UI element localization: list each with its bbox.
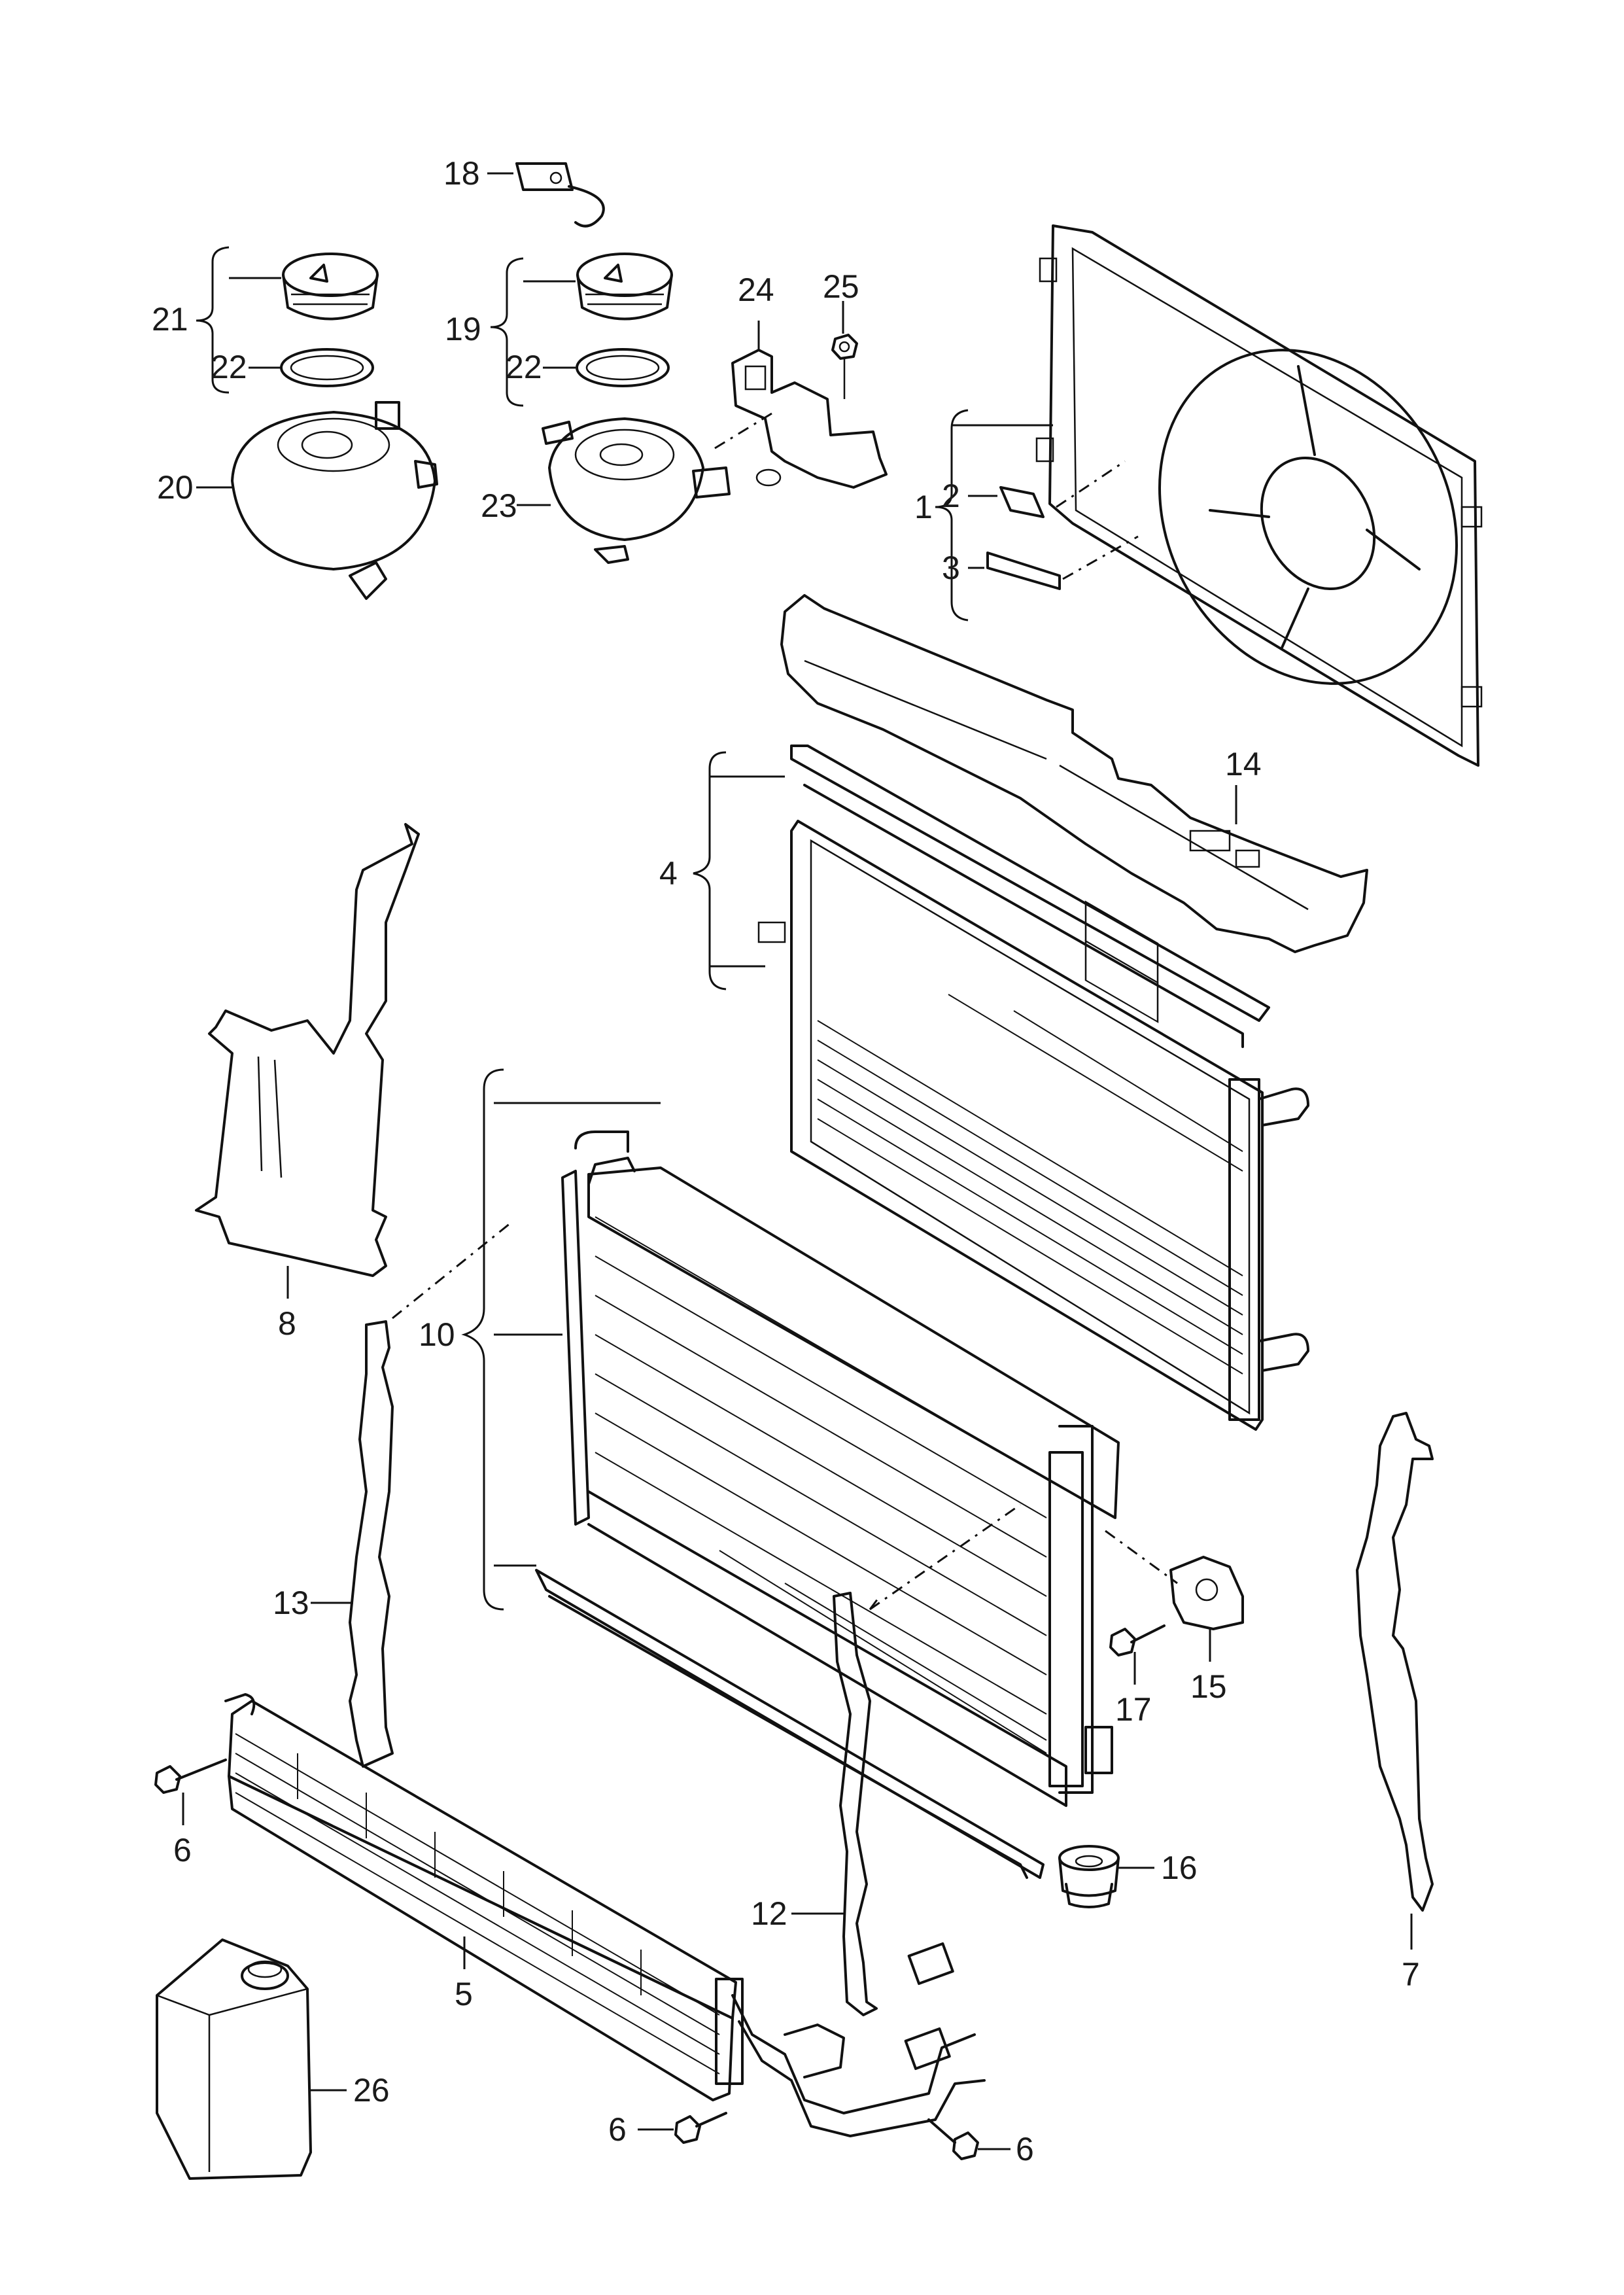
- callout-1: 1: [914, 489, 933, 525]
- callout-7: 7: [1402, 1956, 1420, 1993]
- part-2-pad: [999, 486, 1045, 518]
- part-12-right-seal: [833, 1503, 1021, 2016]
- part-15-mount-bracket: [1105, 1530, 1244, 1662]
- part-4-radiator: [757, 745, 1309, 1431]
- callout-13: 13: [273, 1585, 309, 1621]
- part-5-auxiliary-radiator: [224, 1693, 744, 2101]
- callout-20: 20: [157, 469, 194, 506]
- callout-17: 17: [1115, 1691, 1152, 1728]
- callout-26: 26: [353, 2072, 390, 2109]
- callout-6-right: 6: [1016, 2131, 1034, 2167]
- callout-12: 12: [751, 1895, 787, 1932]
- part-7-right-air-guide: [1356, 1412, 1434, 1950]
- part-3-pad: [986, 460, 1139, 590]
- part-4-radiator-fins: [817, 994, 1243, 1375]
- callout-21: 21: [152, 301, 188, 338]
- part-16-rubber-grommet: [1058, 1845, 1154, 1908]
- callout-15: 15: [1190, 1668, 1227, 1705]
- part-19-cap: [576, 253, 673, 321]
- part-6-screw-right: [927, 2118, 1011, 2160]
- part-22-seal-ring-a: [280, 348, 374, 387]
- part-13-left-seal: [349, 1222, 511, 1768]
- part-5-cooler-fins: [235, 1733, 720, 2075]
- part-26-coolant-bottle: [156, 1938, 347, 2180]
- part-25-nut: [831, 334, 858, 399]
- part-10-condenser: [535, 1130, 1120, 1879]
- callout-18: 18: [443, 155, 480, 192]
- part-10-condenser-fins: [595, 1216, 1047, 1754]
- callout-5: 5: [455, 1976, 473, 2012]
- part-22-seal-ring-b: [576, 348, 670, 387]
- callout-2: 2: [942, 478, 960, 514]
- coolant-pipes: [731, 1942, 986, 2137]
- part-8-left-air-guide: [195, 823, 420, 1299]
- part-1-fan-shroud: [1035, 224, 1483, 1023]
- part-17-screw: [1109, 1624, 1166, 1685]
- leader-lines: [196, 172, 1237, 1915]
- callout-8: 8: [278, 1305, 296, 1342]
- part-23-expansion-tank: [542, 417, 731, 564]
- callout-19: 19: [445, 311, 481, 347]
- callout-labels: 18 21 22 20 19 22 23 24 25 1 2 3 14 4 8 …: [152, 155, 1420, 2167]
- part-14-air-guide: [780, 594, 1368, 953]
- callout-6-left: 6: [173, 1832, 192, 1868]
- callout-16: 16: [1161, 1849, 1198, 1886]
- callout-22-left: 22: [211, 349, 247, 385]
- callout-22-right: 22: [506, 349, 542, 385]
- part-21-cap: [282, 253, 379, 321]
- part-20-expansion-tank: [231, 401, 438, 600]
- callout-6-middle: 6: [608, 2111, 627, 2148]
- callout-25: 25: [823, 268, 859, 305]
- callout-23: 23: [481, 487, 517, 524]
- callout-14: 14: [1225, 746, 1262, 782]
- part-18-label-tag: [515, 162, 605, 228]
- callout-3: 3: [942, 550, 960, 586]
- callout-4: 4: [659, 855, 678, 892]
- callout-10: 10: [419, 1316, 455, 1353]
- callout-24: 24: [738, 272, 774, 308]
- part-6-screw-middle: [638, 2112, 727, 2144]
- part-24-bracket: [709, 349, 888, 489]
- part-6-screw-left: [154, 1759, 227, 1825]
